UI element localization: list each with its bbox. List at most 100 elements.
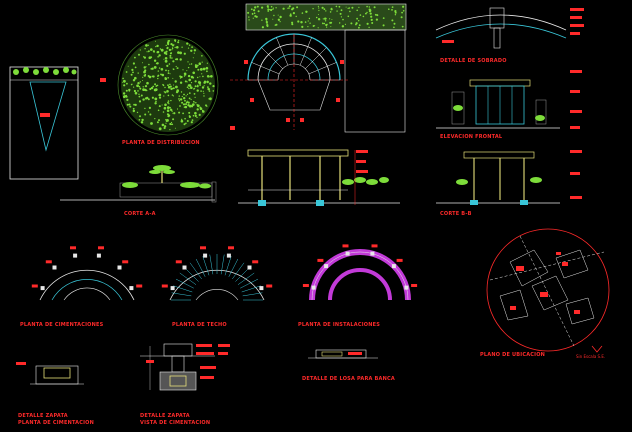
foliage-speck xyxy=(185,103,187,106)
hedge-speck xyxy=(373,6,376,9)
roof-slat xyxy=(220,254,225,275)
foliage-speck xyxy=(166,119,169,122)
foliage-speck xyxy=(143,66,146,69)
column-node xyxy=(40,286,45,291)
foliage-speck xyxy=(194,87,196,89)
hedge-speck xyxy=(248,19,250,21)
hedge-speck xyxy=(344,23,346,25)
foliage-speck xyxy=(152,85,155,88)
foliage-speck xyxy=(163,95,165,97)
column-node xyxy=(404,285,409,290)
foliage-speck xyxy=(209,82,212,85)
hedge-speck xyxy=(308,17,311,20)
hedge-speck xyxy=(291,21,294,24)
planta-cimentaciones-drawing xyxy=(31,246,143,301)
hedge-speck xyxy=(393,26,395,29)
corte-bb-drawing xyxy=(436,150,582,205)
foliage-speck xyxy=(158,127,162,131)
foliage-speck xyxy=(190,86,193,89)
foliage-speck xyxy=(144,97,148,100)
node-tag xyxy=(175,260,182,264)
node-tag xyxy=(228,246,234,250)
hedge-speck xyxy=(292,12,295,15)
foliage-speck xyxy=(142,62,143,64)
roof-slat xyxy=(242,292,263,297)
foliage-speck xyxy=(199,68,203,71)
foliage-speck xyxy=(137,90,139,92)
foliage-speck xyxy=(138,95,141,98)
foliage-speck xyxy=(155,100,157,103)
hedge-speck xyxy=(270,5,273,8)
hedge-speck xyxy=(336,10,338,12)
foliage-speck xyxy=(169,129,171,131)
foliage-speck xyxy=(188,97,191,100)
foliage-speck xyxy=(142,80,144,81)
foliage-speck xyxy=(181,95,183,98)
hedge-speck xyxy=(382,17,385,19)
foliage-speck xyxy=(159,48,162,50)
foliage-speck xyxy=(153,66,157,69)
column-node xyxy=(226,253,231,258)
foliage-speck xyxy=(188,111,191,114)
column-node xyxy=(182,265,187,270)
node-tag xyxy=(45,260,52,264)
foliage-speck xyxy=(187,74,191,78)
hedge-speck xyxy=(340,16,342,18)
pergola-plan-drawing xyxy=(230,3,407,133)
foliage-speck xyxy=(166,41,170,45)
foliage-speck xyxy=(202,110,205,113)
foliage-speck xyxy=(185,95,187,97)
foliage-speck xyxy=(182,69,184,71)
foliage-speck xyxy=(123,93,125,95)
foliage-speck xyxy=(164,91,167,94)
foliage-speck xyxy=(171,87,174,90)
hedge-speck xyxy=(255,15,258,18)
hedge-speck xyxy=(382,24,385,27)
roof-slat xyxy=(224,256,232,276)
hedge-speck xyxy=(394,14,397,16)
hedge-speck xyxy=(289,13,292,16)
foliage-speck xyxy=(193,100,195,103)
hedge-speck xyxy=(247,11,250,14)
foliage-speck xyxy=(170,109,173,111)
hedge-speck xyxy=(288,7,290,9)
foliage-speck xyxy=(152,50,155,53)
hedge-speck xyxy=(301,12,304,14)
hedge-speck xyxy=(391,9,393,11)
foliage-speck xyxy=(148,56,152,59)
hedge-speck xyxy=(272,7,274,9)
foliage-speck xyxy=(184,117,186,120)
foliage-speck xyxy=(163,58,165,60)
foliage-speck xyxy=(149,87,152,90)
foliage-speck xyxy=(136,111,139,114)
foliage-speck xyxy=(196,104,200,108)
foliage-speck xyxy=(173,44,175,46)
foliage-speck xyxy=(164,77,167,79)
foliage-speck xyxy=(189,63,191,65)
foliage-speck xyxy=(185,122,187,125)
foliage-speck xyxy=(134,76,137,80)
roof-slat xyxy=(173,285,193,293)
foliage-speck xyxy=(168,48,172,52)
foliage-speck xyxy=(134,91,138,95)
hedge-speck xyxy=(325,23,328,27)
foliage-speck xyxy=(199,76,201,78)
pergola-rafter xyxy=(276,37,289,66)
foliage-speck xyxy=(198,62,202,65)
foliage-speck xyxy=(187,101,190,104)
foliage-speck xyxy=(172,77,174,79)
foliage-speck xyxy=(179,58,182,61)
foliage-speck xyxy=(155,46,157,48)
hedge-speck xyxy=(307,26,309,28)
roof-slat xyxy=(184,267,199,282)
hedge-speck xyxy=(314,25,316,27)
hedge-speck xyxy=(248,16,250,18)
hedge-speck xyxy=(318,9,320,12)
hedge-speck xyxy=(368,10,372,13)
foliage-speck xyxy=(169,106,171,109)
hedge-speck xyxy=(341,25,345,28)
foliage-speck xyxy=(161,123,165,127)
foliage-speck xyxy=(125,89,128,92)
foliage-speck xyxy=(133,103,136,106)
